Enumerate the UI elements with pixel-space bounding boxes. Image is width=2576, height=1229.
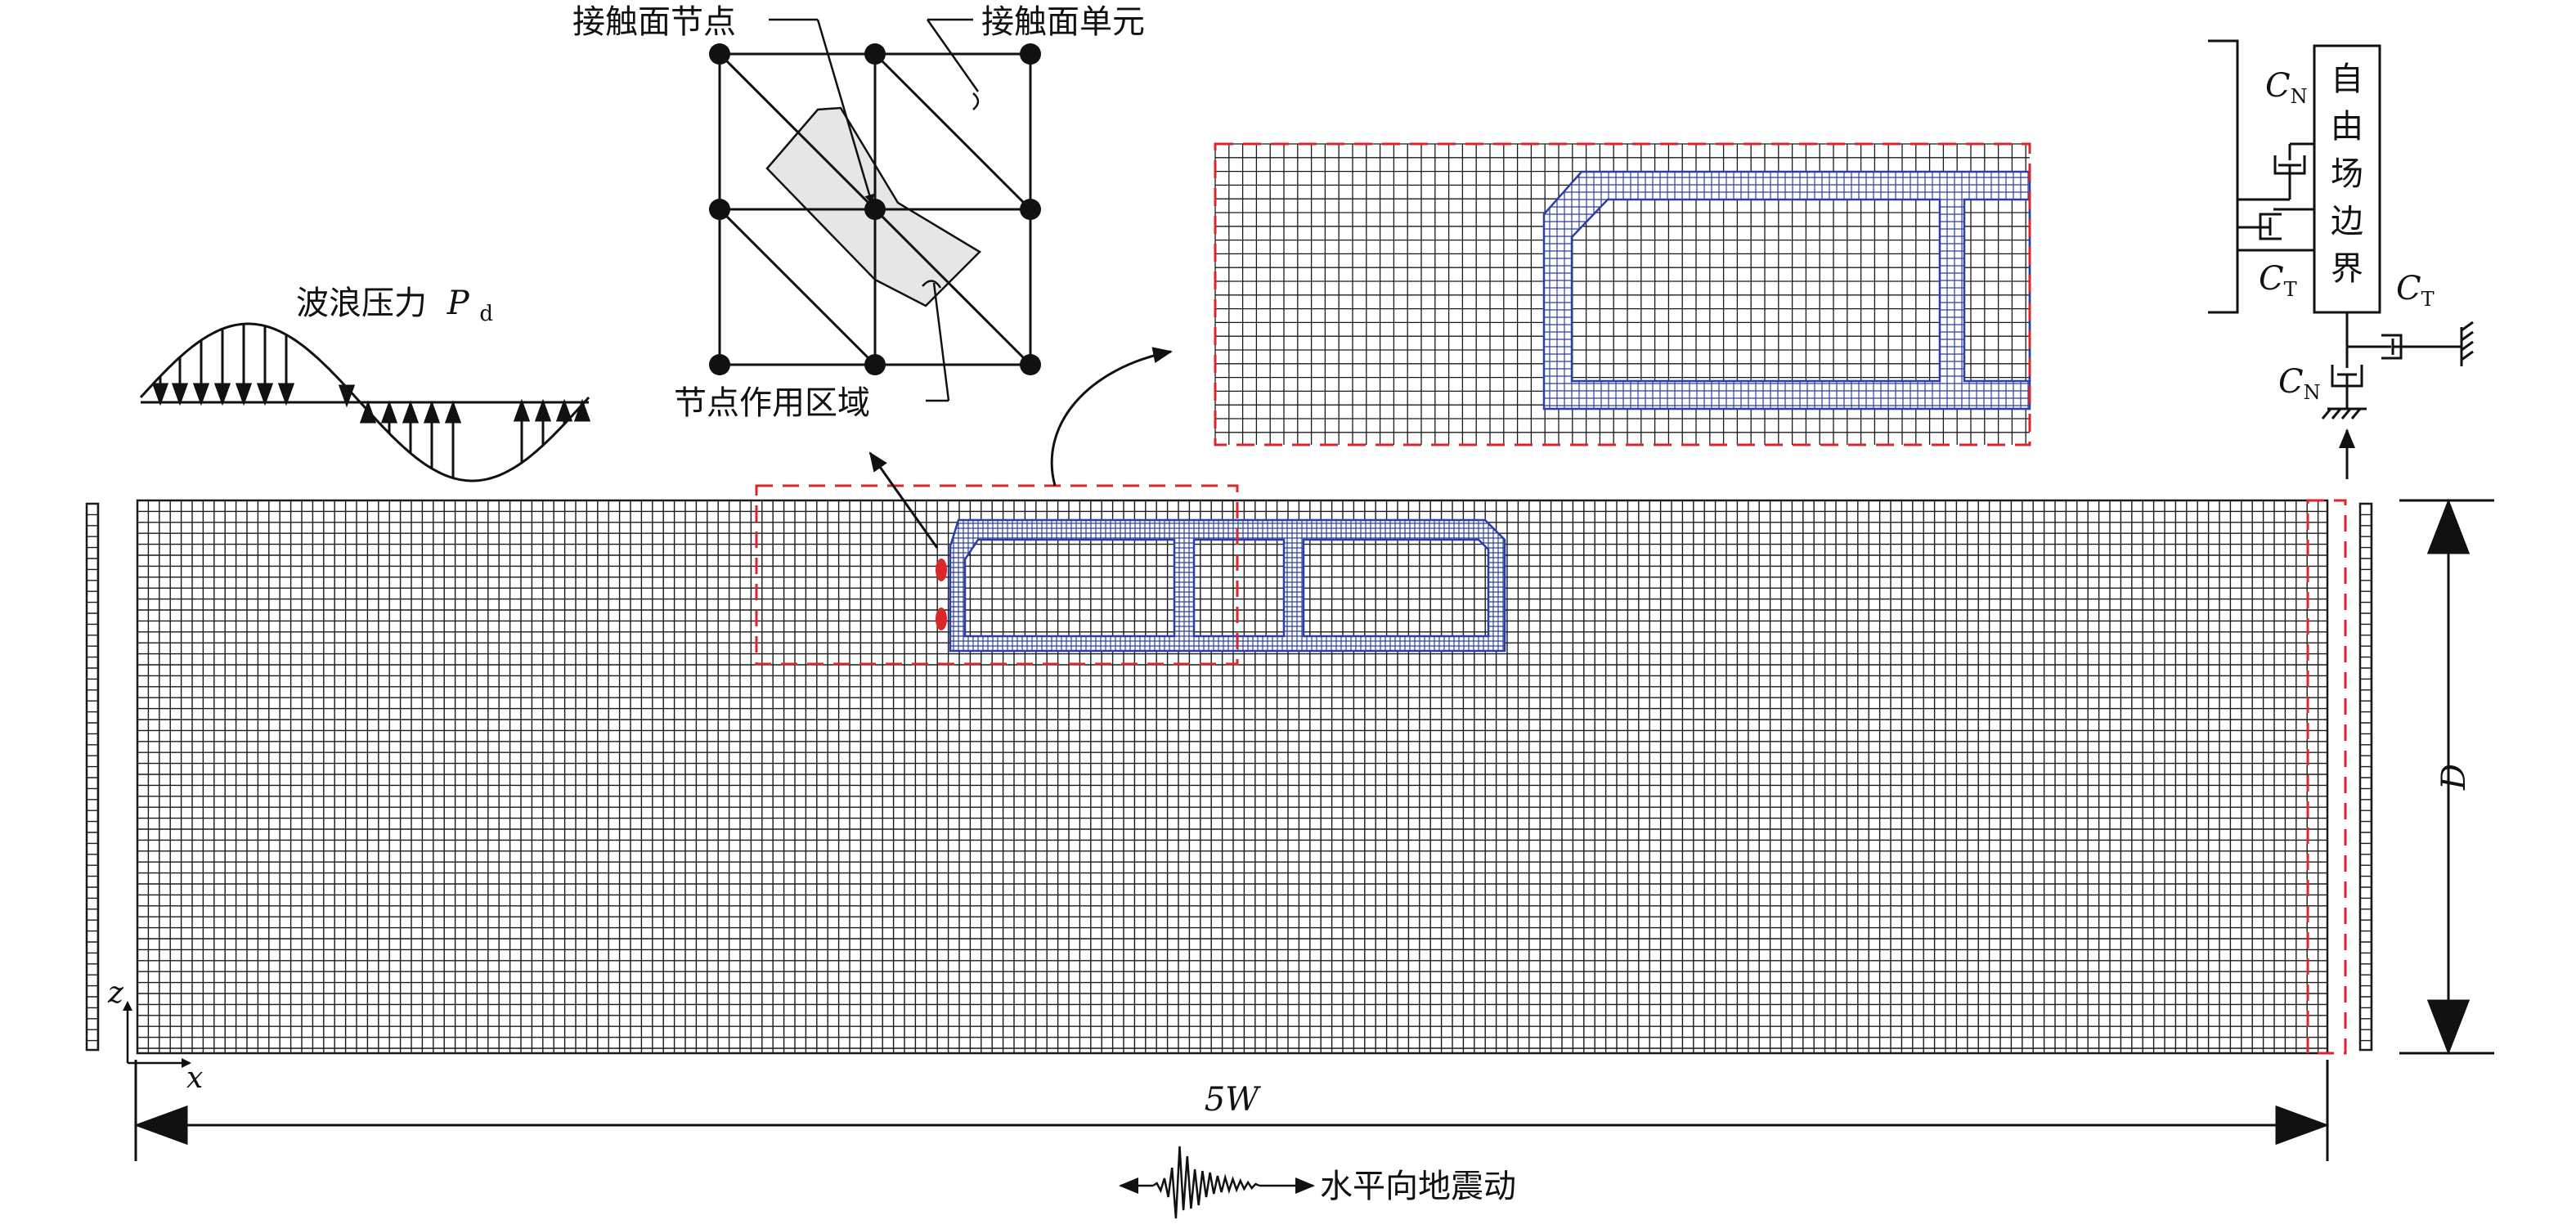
mesh-node: [864, 354, 886, 375]
free-field-char-5: 界: [2331, 250, 2363, 288]
contact-highlight-marker: [936, 558, 947, 581]
arrow-icon: [338, 384, 356, 408]
wave-pressure-subscript: d: [479, 302, 493, 326]
quake-label: 水平向地震动: [1320, 1168, 1516, 1205]
ground-fixed-icon: [2321, 321, 2474, 419]
mesh-node: [864, 199, 886, 220]
contact-detail-diagram: [709, 18, 1041, 549]
free-field-char-4: 边: [2331, 203, 2363, 240]
wave-pressure-label: 波浪压力 P d: [296, 285, 493, 326]
wave-pressure-text: 波浪压力: [296, 285, 427, 322]
mesh-node: [1020, 43, 1041, 65]
arrow-icon: [1050, 347, 1173, 487]
arrow-icon: [444, 400, 462, 424]
width-label: 5W: [1205, 1081, 1261, 1119]
arrow-icon: [256, 383, 274, 406]
arrow-icon: [213, 383, 231, 406]
axis-x-label: x: [186, 1061, 203, 1095]
mesh-node: [1020, 199, 1041, 220]
arrow-icon: [192, 383, 210, 406]
cn-label-base: CN: [2278, 363, 2321, 404]
arrow-icon: [513, 398, 531, 422]
left-free-field-column: [85, 502, 100, 1052]
arrow-icon: [423, 400, 441, 424]
right-free-field-column: [2358, 502, 2373, 1052]
free-field-char-3: 场: [2331, 155, 2363, 193]
soil-mesh: [136, 499, 2329, 1055]
contact-element-label: 接触面单元: [981, 3, 1145, 41]
zoomed-tunnel-mesh: [1542, 170, 2031, 410]
contact-node-label: 接触面节点: [572, 3, 736, 41]
free-field-char-1: 自: [2331, 61, 2363, 98]
arrow-icon: [380, 400, 398, 424]
arrow-icon: [277, 383, 295, 406]
seismic-wave-icon: [1119, 1146, 1315, 1219]
wave-pressure-diagram: [139, 322, 591, 482]
depth-label: D: [2435, 764, 2473, 791]
arrow-icon: [402, 400, 420, 424]
zoom-region-box: [755, 484, 1239, 666]
mesh-node: [1020, 354, 1041, 375]
arrow-icon: [151, 383, 169, 406]
arrow-icon: [171, 383, 189, 406]
mesh-node: [709, 199, 730, 220]
wave-pressure-symbol: P: [447, 285, 470, 322]
depth-dimension: [2399, 498, 2494, 1056]
cn-label-upper: CN: [2265, 67, 2308, 108]
free-field-char-2: 由: [2331, 108, 2363, 146]
damper-icon: [2331, 312, 2462, 409]
free-field-highlight-box: [2306, 499, 2347, 1055]
node-region-label: 节点作用区域: [674, 384, 870, 422]
contact-highlight-marker: [936, 608, 947, 630]
arrow-icon: [534, 398, 552, 422]
ct-label-base: CT: [2396, 270, 2435, 311]
arrow-icon: [235, 383, 253, 406]
axis-z-label: z: [107, 976, 124, 1010]
arrow-icon: [555, 398, 573, 422]
arrow-icon: [573, 398, 591, 422]
arrow-icon: [359, 400, 377, 424]
mesh-node: [864, 43, 886, 65]
damper-icon: [2237, 208, 2314, 240]
ct-label-upper: CT: [2259, 260, 2297, 301]
inset-border: [1214, 142, 2031, 446]
width-dimension: [133, 1060, 2330, 1161]
coordinate-axes: [123, 1001, 191, 1068]
damper-icon: [2237, 144, 2306, 201]
mesh-node: [709, 354, 730, 375]
free-field-boundary-panel: [2208, 39, 2474, 479]
mesh-node: [709, 43, 730, 65]
